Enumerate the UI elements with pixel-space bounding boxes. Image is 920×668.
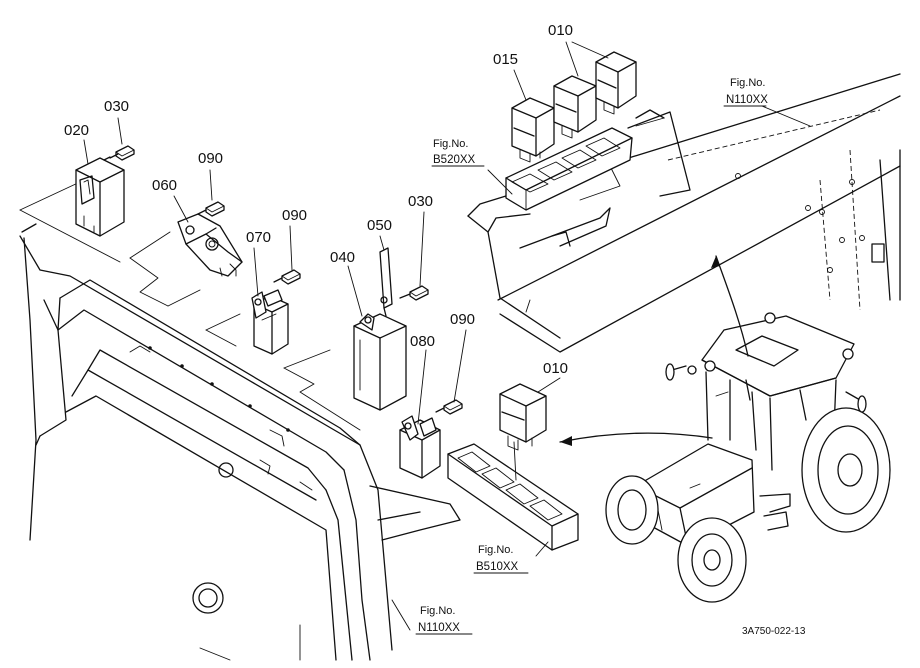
fig-ref-n110-bottom-line1: Fig.No. bbox=[420, 605, 455, 617]
label-010-mid: 010 bbox=[543, 360, 568, 377]
screw-030-mid bbox=[399, 285, 429, 301]
screw-090-a bbox=[197, 201, 225, 217]
pointer-arrows bbox=[559, 255, 749, 446]
part-040 bbox=[353, 313, 407, 411]
label-060: 060 bbox=[152, 177, 177, 194]
fig-ref-b520-line2: B520XX bbox=[433, 154, 476, 166]
relay-010-upper-a bbox=[553, 75, 597, 139]
label-080: 080 bbox=[410, 333, 435, 350]
fig-ref-b510-line1: Fig.No. bbox=[478, 544, 513, 556]
fig-ref-n110-top-line1: Fig.No. bbox=[730, 77, 765, 89]
screw-030-left bbox=[103, 145, 135, 161]
cab-frame bbox=[19, 223, 461, 661]
fig-ref-n110-bottom-line2: N110XX bbox=[418, 622, 460, 634]
relay-panel-upper bbox=[467, 73, 901, 353]
part-050 bbox=[379, 247, 393, 317]
label-015: 015 bbox=[493, 51, 518, 68]
tractor-illustration bbox=[605, 312, 891, 603]
label-050: 050 bbox=[367, 217, 392, 234]
label-010-top: 010 bbox=[548, 22, 573, 39]
relay-socket-lower bbox=[447, 441, 579, 551]
label-030-left: 030 bbox=[104, 98, 129, 115]
screw-090-b bbox=[273, 269, 301, 285]
label-070: 070 bbox=[246, 229, 271, 246]
part-060 bbox=[177, 213, 243, 277]
label-020: 020 bbox=[64, 122, 89, 139]
part-070 bbox=[251, 289, 289, 355]
label-030-mid: 030 bbox=[408, 193, 433, 210]
relay-010-mid bbox=[499, 383, 547, 451]
part-020 bbox=[75, 157, 125, 237]
mounting-outlines bbox=[19, 181, 361, 431]
label-090-a: 090 bbox=[198, 150, 223, 167]
part-080 bbox=[399, 415, 441, 479]
drawing-code: 3A750-022-13 bbox=[742, 626, 806, 637]
figure-reference-labels: Fig.No. B520XX Fig.No. N110XX Fig.No. B5… bbox=[415, 77, 768, 635]
relay-010-upper-b bbox=[595, 51, 637, 115]
fig-ref-n110-top-line2: N110XX bbox=[726, 94, 768, 106]
part-number-labels: 010 015 030 020 090 060 090 050 030 070 … bbox=[64, 22, 573, 377]
relay-socket-upper bbox=[505, 127, 633, 211]
screw-090-c bbox=[435, 399, 463, 415]
fig-ref-b520-line1: Fig.No. bbox=[433, 138, 468, 150]
label-040: 040 bbox=[330, 249, 355, 266]
leader-lines bbox=[83, 41, 811, 631]
label-090-b: 090 bbox=[282, 207, 307, 224]
relay-015 bbox=[511, 97, 555, 163]
label-090-c: 090 bbox=[450, 311, 475, 328]
fig-ref-b510-line2: B510XX bbox=[476, 561, 519, 573]
